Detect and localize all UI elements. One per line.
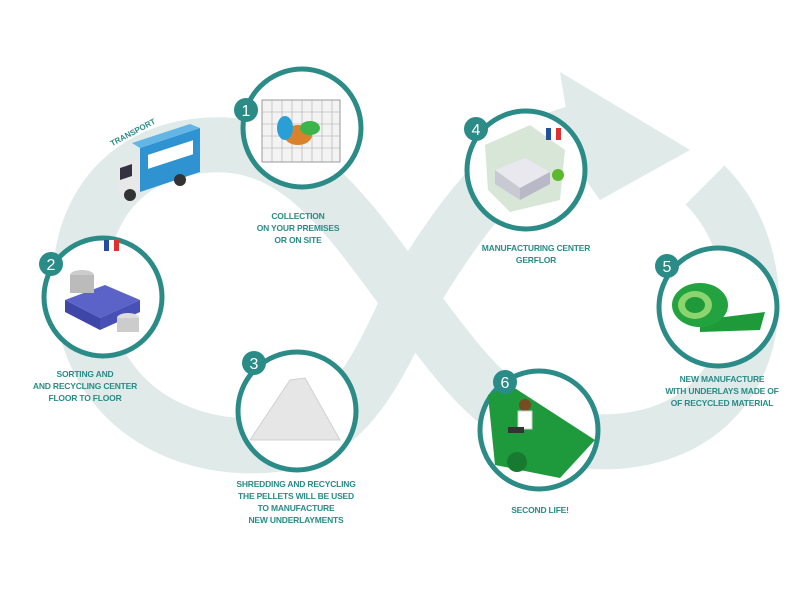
label-line: MANUFACTURING CENTER — [481, 243, 591, 253]
manufacturing-center-icon — [485, 125, 565, 212]
label-line: GERFLOR — [515, 255, 557, 265]
underlay-roll-icon — [672, 283, 765, 332]
label-line: WITH UNDERLAYS MADE OF — [665, 386, 779, 396]
truck-icon — [118, 124, 200, 201]
step-1-label: COLLECTION ON YOUR PREMISES OR ON SITE — [257, 210, 340, 246]
label-line: OF RECYCLED MATERIAL — [670, 398, 774, 408]
step-2-label: SORTING AND AND RECYCLING CENTER FLOOR T… — [33, 368, 137, 404]
label-line: AND RECYCLING CENTER — [32, 381, 138, 391]
label-line: COLLECTION — [271, 211, 325, 221]
france-flag-icon — [546, 128, 561, 140]
pellet-pile-icon — [249, 377, 341, 441]
step-5-circle — [656, 245, 780, 369]
badge-3: 3 — [250, 356, 259, 373]
label-line: TO MANUFACTURE — [257, 503, 335, 513]
label-line: ON YOUR PREMISES — [256, 223, 340, 233]
step-6-circle — [477, 368, 601, 492]
badge-4: 4 — [472, 122, 481, 139]
label-line: SECOND LIFE! — [511, 505, 569, 515]
label-line: FLOOR TO FLOOR — [48, 393, 122, 403]
label-line: SORTING AND — [56, 369, 114, 379]
label-line: THE PELLETS WILL BE USED — [238, 491, 354, 501]
step-4-label: MANUFACTURING CENTER GERFLOR — [481, 242, 591, 266]
step-badges: 1 2 3 4 5 6 — [39, 98, 679, 394]
badge-5: 5 — [663, 259, 672, 276]
loop-arrowhead — [560, 72, 690, 200]
step-6-label: SECOND LIFE! — [511, 504, 569, 516]
label-line: SHREDDING AND RECYCLING — [236, 479, 356, 489]
step-3-circle — [235, 349, 359, 473]
step-4-circle — [464, 108, 588, 232]
badge-1: 1 — [242, 103, 251, 120]
france-flag-icon — [104, 240, 119, 251]
step-5-label: NEW MANUFACTURE WITH UNDERLAYS MADE OF O… — [665, 373, 779, 409]
step-1-circle — [240, 66, 364, 190]
label-line: OR ON SITE — [274, 235, 322, 245]
badge-2: 2 — [47, 257, 56, 274]
recycling-factory-icon — [65, 270, 140, 332]
step-2-circle — [41, 235, 165, 359]
label-line: NEW MANUFACTURE — [679, 374, 765, 384]
step-3-label: SHREDDING AND RECYCLING THE PELLETS WILL… — [236, 478, 355, 526]
badge-6: 6 — [501, 375, 510, 392]
man-unrolling-floor-icon — [488, 385, 595, 478]
label-line: NEW UNDERLAYMENTS — [248, 515, 344, 525]
collection-cage-icon — [261, 99, 341, 163]
